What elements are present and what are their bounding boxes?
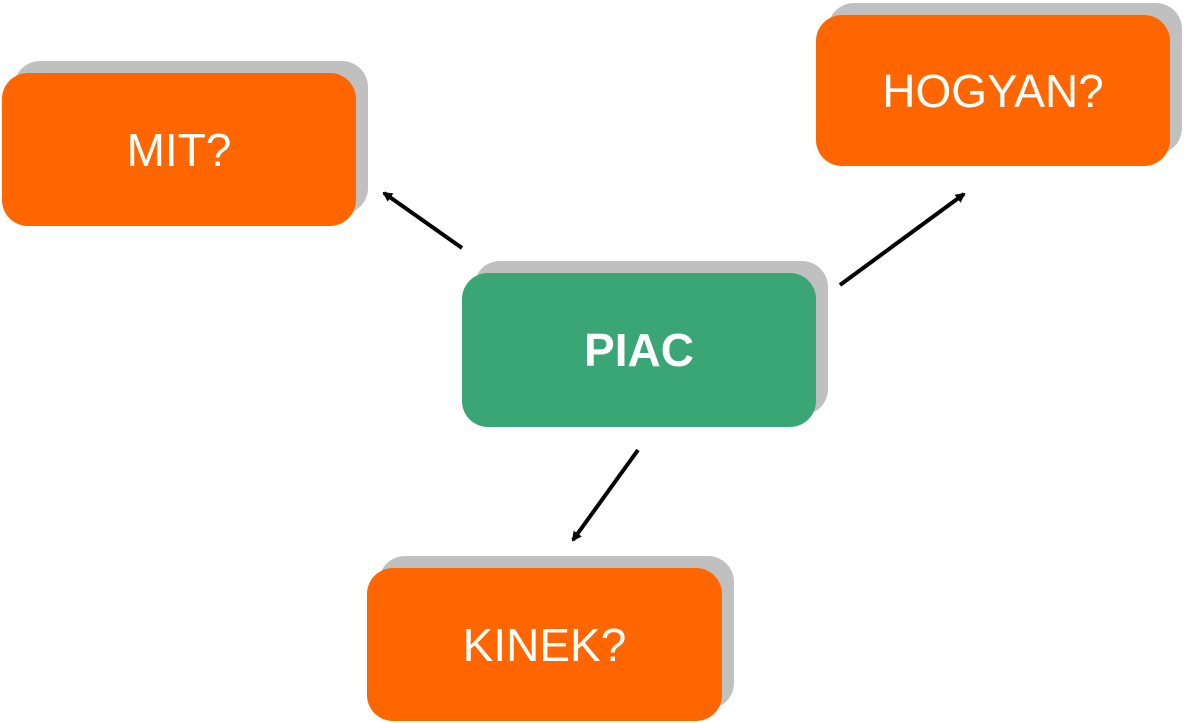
node-kinek: KINEK? bbox=[367, 556, 734, 721]
node-piac: PIAC bbox=[462, 261, 828, 427]
node-hogyan: HOGYAN? bbox=[816, 3, 1182, 166]
node-piac-label: PIAC bbox=[462, 273, 816, 427]
node-hogyan-label: HOGYAN? bbox=[816, 15, 1170, 166]
arrow-to-kinek bbox=[571, 448, 640, 542]
arrow-to-hogyan bbox=[838, 192, 966, 287]
node-kinek-label: KINEK? bbox=[367, 568, 722, 721]
arrow-to-mit bbox=[382, 191, 464, 250]
node-mit-label: MIT? bbox=[2, 73, 356, 226]
node-mit: MIT? bbox=[2, 61, 368, 226]
